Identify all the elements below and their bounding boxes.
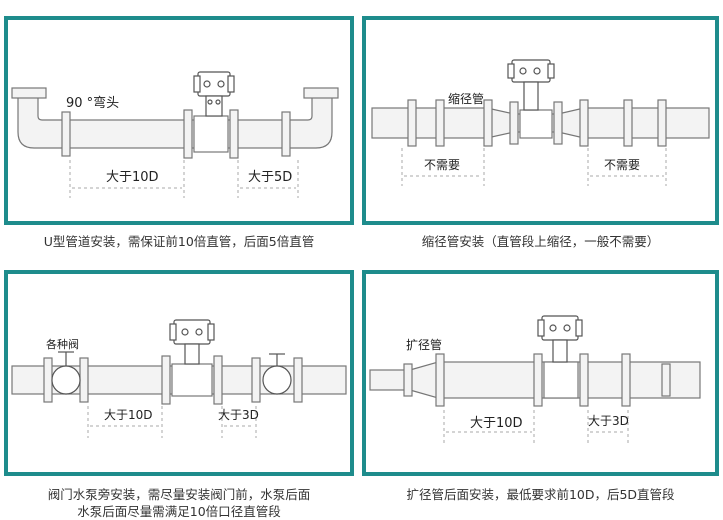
flowmeter-head [537,315,583,363]
panel-expander-caption: 扩径管后面安装，最低要求前10D，后5D直管段 [406,487,675,502]
reducer-drawing [371,59,710,186]
elbow-label: 90 °弯头 [66,96,120,111]
reducer-label: 缩径管 [448,92,485,106]
upstream-length-label: 不需要 [424,158,461,172]
u-pipe-drawing [11,71,339,198]
flowmeter-head [193,71,235,117]
panel-reducer-caption: 缩径管安装（直管段上缩径，一般不需要） [421,234,660,249]
panel-valve-caption: 阀门水泵旁安装，需尽量安装阀门前，水泵后面 水泵后面尽量需满足10倍口径直管段 [4,486,354,520]
caption-line-2: 水泵后面尽量需满足10倍口径直管段 [77,504,281,519]
valve-icon [51,351,81,395]
flowmeter-head [169,319,215,365]
flowmeter-head [507,59,555,111]
valve-icon [262,353,292,395]
panel-reducer: 缩径管 不需要 不需要 [362,16,719,225]
panel-u-pipe: 90 °弯头 大于10D 大于5D [4,16,354,225]
valve-label: 各种阀 [46,338,79,351]
downstream-length-label: 大于5D [248,170,293,185]
panel-expander: 扩径管 大于10D 大于3D [362,270,719,476]
expander-drawing [369,315,701,444]
panel-valve: 各种阀 大于10D 大于3D [4,270,354,476]
downstream-length-label: 不需要 [604,158,641,172]
valve-drawing [11,319,347,438]
downstream-length-label: 大于3D [588,414,629,428]
panel-u-pipe-caption: U型管道安装，需保证前10倍直管，后面5倍直管 [43,234,315,249]
upstream-length-label: 大于10D [470,416,523,431]
upstream-length-label: 大于10D [106,170,159,185]
downstream-length-label: 大于3D [218,408,259,422]
expander-label: 扩径管 [406,338,443,352]
upstream-length-label: 大于10D [104,408,153,422]
caption-line-1: 阀门水泵旁安装，需尽量安装阀门前，水泵后面 [47,487,311,502]
